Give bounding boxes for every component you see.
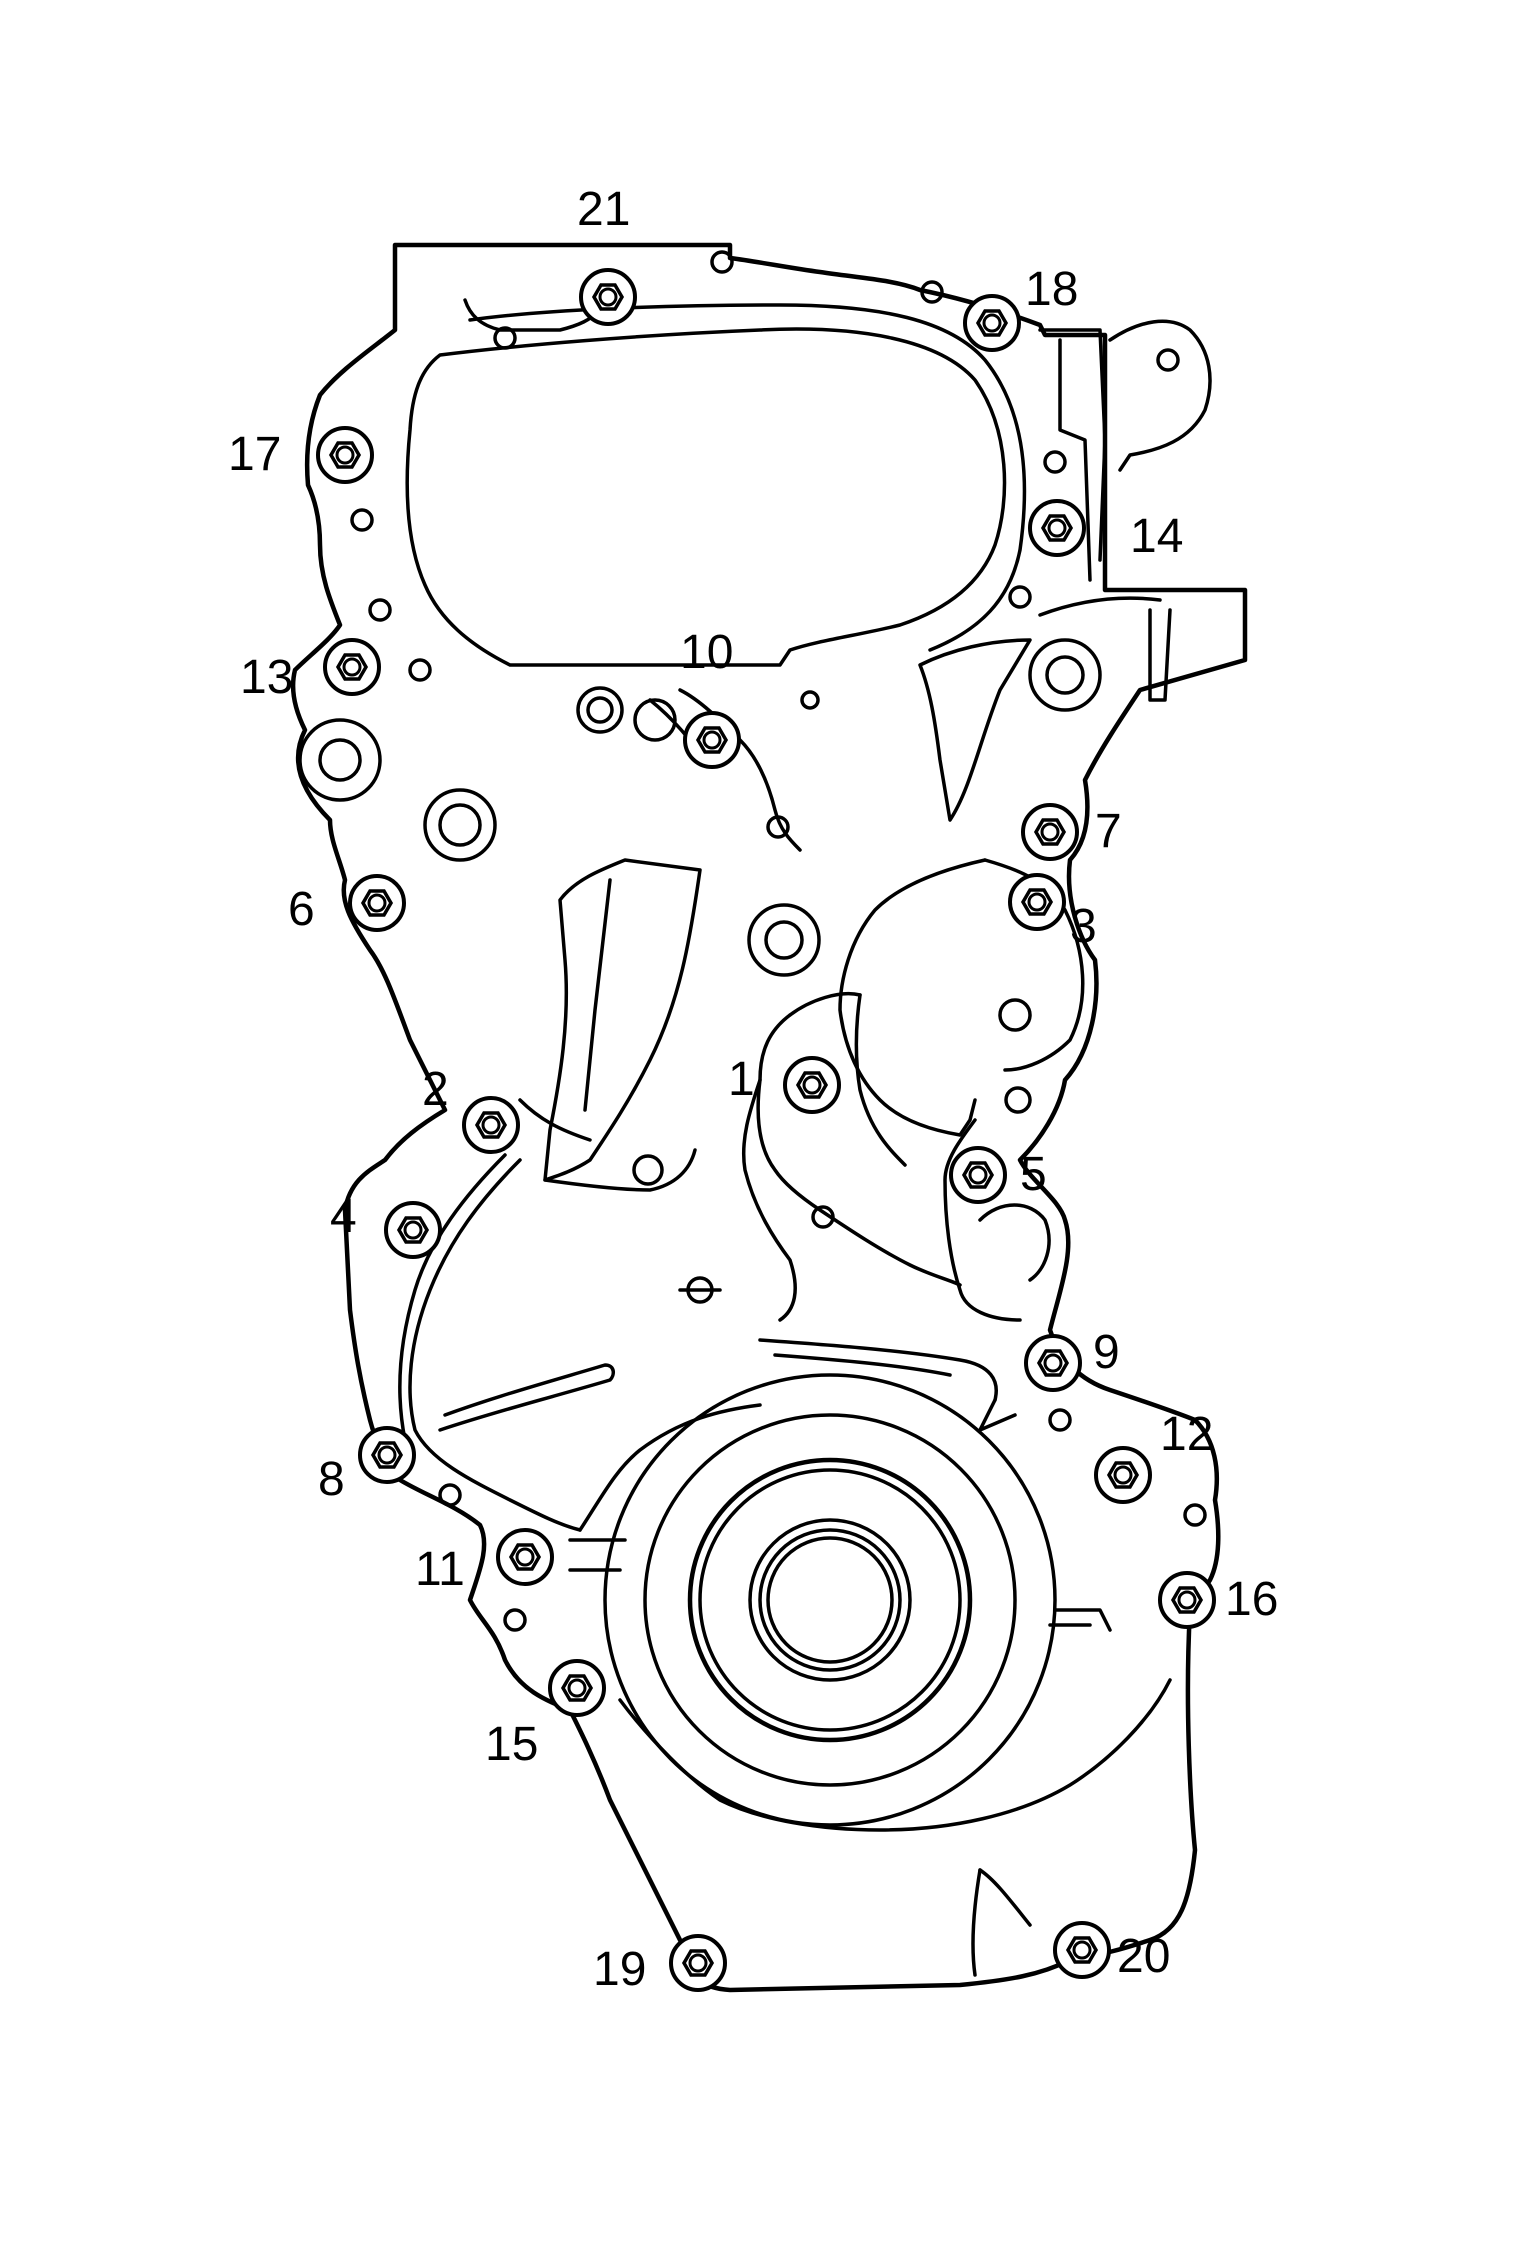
bolt-1[interactable] (783, 1056, 841, 1114)
bolt-6[interactable] (348, 874, 406, 932)
upper-window (405, 298, 1027, 667)
bolt-12[interactable] (1094, 1446, 1152, 1504)
bolt-9[interactable] (1024, 1334, 1082, 1392)
bolt-labels: 1 2 3 4 5 6 7 8 9 10 11 12 13 14 15 16 1… (228, 183, 1278, 1996)
bolt-label-9: 9 (1093, 1326, 1120, 1379)
bolt-label-1: 1 (728, 1053, 755, 1106)
bolt-label-10: 10 (680, 626, 733, 679)
bolt-13[interactable] (323, 638, 381, 696)
bolt-label-16: 16 (1225, 1573, 1278, 1626)
bolt-label-12: 12 (1160, 1408, 1213, 1461)
bolt-16[interactable] (1158, 1571, 1216, 1629)
bolt-label-7: 7 (1095, 805, 1122, 858)
bolt-5[interactable] (949, 1146, 1007, 1204)
bolt-19[interactable] (669, 1934, 727, 1992)
bolt-label-14: 14 (1130, 510, 1183, 563)
bolt-label-20: 20 (1117, 1930, 1170, 1983)
bolt-label-13: 13 (240, 651, 293, 704)
bolt-label-3: 3 (1070, 900, 1097, 953)
bolt-label-11: 11 (415, 1543, 465, 1596)
small-holes (298, 250, 1207, 1632)
bolt-17[interactable] (316, 426, 374, 484)
crank-seal-housing (568, 1373, 1092, 1827)
bolt-14[interactable] (1028, 499, 1086, 557)
bolt-label-15: 15 (485, 1718, 538, 1771)
bolt-label-8: 8 (318, 1453, 345, 1506)
bolt-15[interactable] (548, 1659, 606, 1717)
bolt-21[interactable] (579, 268, 637, 326)
bolt-label-21: 21 (577, 183, 630, 236)
right-upper-bracket (1038, 319, 1212, 702)
bolt-label-4: 4 (330, 1190, 357, 1243)
bolt-label-2: 2 (422, 1063, 449, 1116)
cover-outline (290, 242, 1248, 1993)
bolt-20[interactable] (1053, 1921, 1111, 1979)
inner-contours (398, 688, 1172, 1977)
bolt-4[interactable] (384, 1201, 442, 1259)
bolt-7[interactable] (1021, 803, 1079, 861)
bolts (316, 268, 1216, 1992)
bolt-3[interactable] (1008, 873, 1066, 931)
bolt-label-18: 18 (1025, 263, 1078, 316)
bolt-label-19: 19 (593, 1943, 646, 1996)
bolt-11[interactable] (496, 1528, 554, 1586)
bolt-2[interactable] (462, 1096, 520, 1154)
bolt-10[interactable] (683, 711, 741, 769)
bolt-label-17: 17 (228, 428, 281, 481)
bolt-label-6: 6 (288, 883, 315, 936)
bolt-8[interactable] (358, 1426, 416, 1484)
bolt-18[interactable] (963, 294, 1021, 352)
bolt-label-5: 5 (1020, 1148, 1047, 1201)
